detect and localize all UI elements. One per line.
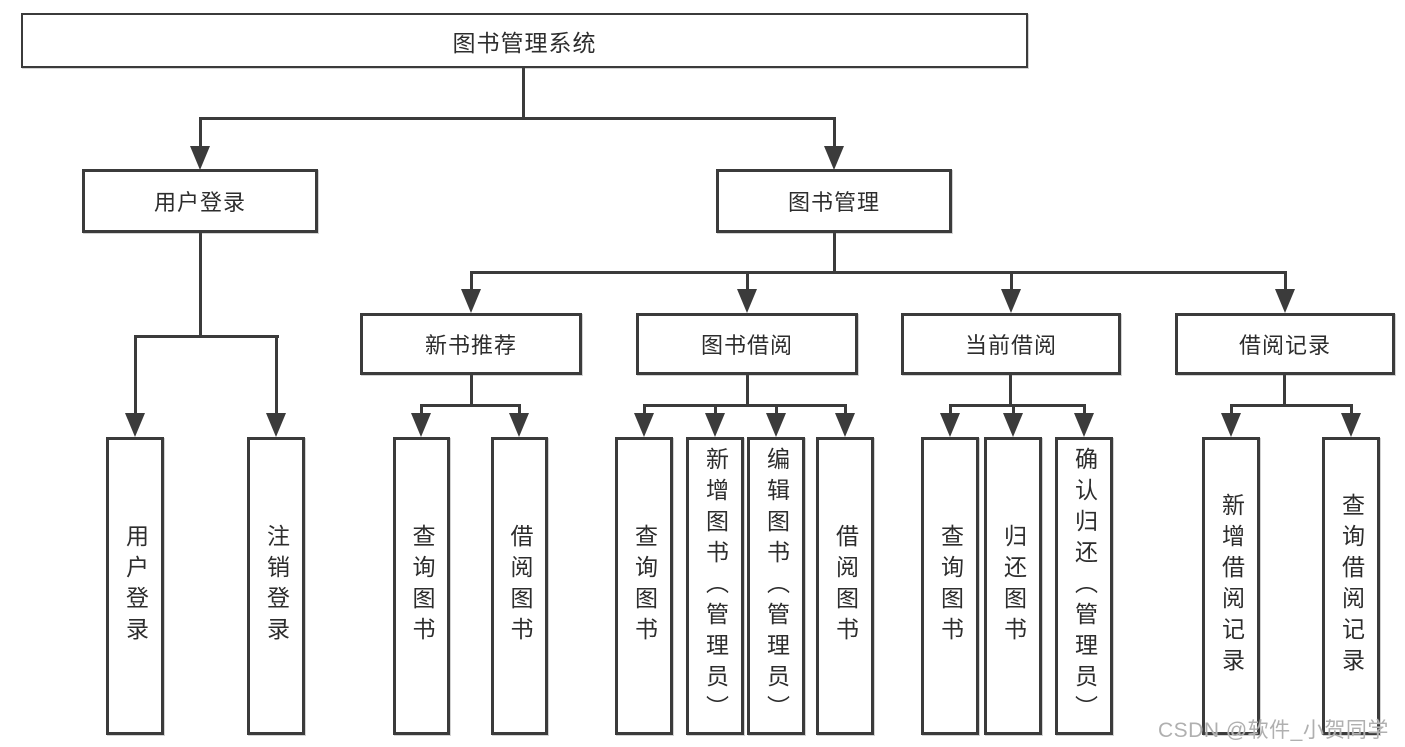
node-root: 图书管理系统: [21, 13, 1028, 68]
arrowhead-leaf-logout-icon: [266, 413, 286, 437]
leaf-user-login: 用户登录: [106, 437, 164, 735]
connector-book-management-drop: [833, 117, 836, 149]
connector-level2-rail: [470, 271, 1287, 274]
connector-query1-drop: [420, 404, 423, 415]
arrowhead-leaf-query2-icon: [634, 413, 654, 437]
node-borrowing-records: 借阅记录: [1175, 313, 1395, 375]
connector-root-stem: [522, 68, 525, 119]
leaf-query-books-1-label: 查询图书: [409, 524, 435, 648]
connector-query-record-drop: [1350, 404, 1353, 415]
arrowhead-leaf-return-icon: [1003, 413, 1023, 437]
connector-user-login-stem: [199, 233, 202, 337]
node-book-borrowing: 图书借阅: [636, 313, 858, 375]
connector-user-login-drop: [199, 117, 202, 149]
node-user-login: 用户登录: [82, 169, 318, 233]
node-new-book-recommend: 新书推荐: [360, 313, 582, 375]
connector-query3-drop: [949, 404, 952, 415]
arrowhead-book-management-icon: [824, 146, 844, 170]
node-book-management-label: 图书管理: [787, 190, 880, 215]
arrowhead-current-borrowing-icon: [1001, 289, 1021, 313]
connector-borrowing-records-drop: [1284, 271, 1287, 291]
connector-leaf-user-login-drop: [134, 335, 137, 415]
leaf-add-borrow-record-label: 新增借阅记录: [1218, 493, 1245, 679]
arrowhead-leaf-confirm-return-icon: [1074, 413, 1094, 437]
leaf-query-books-2: 查询图书: [615, 437, 673, 735]
connector-return-book-drop: [1012, 404, 1015, 415]
connector-borrow2-drop: [844, 404, 847, 415]
csdn-watermark: CSDN @软件_小贺同学: [1158, 719, 1389, 742]
leaf-edit-books-admin: 编辑图书（管理员）: [747, 437, 805, 735]
arrowhead-leaf-query-record-icon: [1341, 413, 1361, 437]
connector-new-book-stem: [470, 375, 473, 406]
node-new-book-recommend-label: 新书推荐: [424, 333, 517, 358]
leaf-borrow-books-2: 借阅图书: [816, 437, 874, 735]
arrowhead-user-login-icon: [190, 146, 210, 170]
connector-confirm-return-drop: [1083, 404, 1086, 415]
leaf-logout-label: 注销登录: [263, 524, 290, 648]
leaf-query-borrow-record: 查询借阅记录: [1322, 437, 1380, 735]
node-book-management: 图书管理: [716, 169, 952, 233]
connector-current-borrowing-drop: [1010, 271, 1013, 291]
leaf-query-books-3-label: 查询图书: [937, 524, 964, 648]
connector-add-record-drop: [1230, 404, 1233, 415]
connector-borrowing-records-stem: [1283, 375, 1286, 406]
leaf-return-books: 归还图书: [984, 437, 1042, 735]
leaf-borrow-books-2-label: 借阅图书: [832, 524, 859, 648]
connector-leaf-logout-drop: [275, 335, 278, 415]
connector-borrow1-drop: [518, 404, 521, 415]
arrowhead-borrowing-records-icon: [1275, 289, 1295, 313]
arrowhead-leaf-user-login-icon: [125, 413, 145, 437]
leaf-borrow-books-1: 借阅图书: [491, 437, 548, 735]
leaf-query-borrow-record-label: 查询借阅记录: [1338, 493, 1365, 679]
node-book-borrowing-label: 图书借阅: [700, 333, 793, 358]
leaf-logout: 注销登录: [247, 437, 305, 735]
arrowhead-book-borrowing-icon: [737, 289, 757, 313]
arrowhead-leaf-query3-icon: [940, 413, 960, 437]
connector-book-borrowing-rail: [643, 404, 847, 407]
connector-edit-book-drop: [775, 404, 778, 415]
leaf-edit-books-admin-label: 编辑图书（管理员）: [763, 446, 790, 726]
leaf-add-books-admin-label: 新增图书（管理员）: [702, 446, 729, 726]
node-current-borrowing: 当前借阅: [901, 313, 1121, 375]
arrowhead-leaf-borrow2-icon: [835, 413, 855, 437]
connector-level1-rail: [199, 117, 836, 120]
node-root-label: 图书管理系统: [452, 29, 597, 56]
connector-borrowing-records-rail: [1230, 404, 1352, 407]
leaf-confirm-return-admin: 确认归还（管理员）: [1055, 437, 1113, 735]
node-borrowing-records-label: 借阅记录: [1238, 333, 1331, 358]
arrowhead-leaf-edit-book-icon: [766, 413, 786, 437]
arrowhead-new-book-icon: [461, 289, 481, 313]
leaf-borrow-books-1-label: 借阅图书: [507, 524, 533, 648]
connector-book-borrowing-stem: [746, 375, 749, 406]
connector-add-book-drop: [714, 404, 717, 415]
connector-book-management-stem: [833, 233, 836, 273]
leaf-add-books-admin: 新增图书（管理员）: [686, 437, 744, 735]
connector-current-borrowing-stem: [1009, 375, 1012, 406]
node-user-login-label: 用户登录: [153, 190, 246, 215]
leaf-return-books-label: 归还图书: [1000, 524, 1027, 648]
arrowhead-leaf-borrow1-icon: [509, 413, 529, 437]
leaf-add-borrow-record: 新增借阅记录: [1202, 437, 1260, 735]
connector-new-book-rail: [420, 404, 521, 407]
connector-current-borrowing-rail: [949, 404, 1086, 407]
arrowhead-leaf-add-book-icon: [705, 413, 725, 437]
leaf-user-login-label: 用户登录: [122, 524, 149, 648]
connector-book-borrowing-drop: [746, 271, 749, 291]
leaf-query-books-1: 查询图书: [393, 437, 450, 735]
leaf-query-books-3: 查询图书: [921, 437, 979, 735]
connector-new-book-drop: [470, 271, 473, 291]
node-current-borrowing-label: 当前借阅: [964, 333, 1057, 358]
arrowhead-leaf-add-record-icon: [1221, 413, 1241, 437]
connector-user-login-rail: [134, 335, 279, 338]
leaf-query-books-2-label: 查询图书: [631, 524, 658, 648]
leaf-confirm-return-admin-label: 确认归还（管理员）: [1071, 446, 1098, 726]
arrowhead-leaf-query1-icon: [411, 413, 431, 437]
connector-query2-drop: [643, 404, 646, 415]
